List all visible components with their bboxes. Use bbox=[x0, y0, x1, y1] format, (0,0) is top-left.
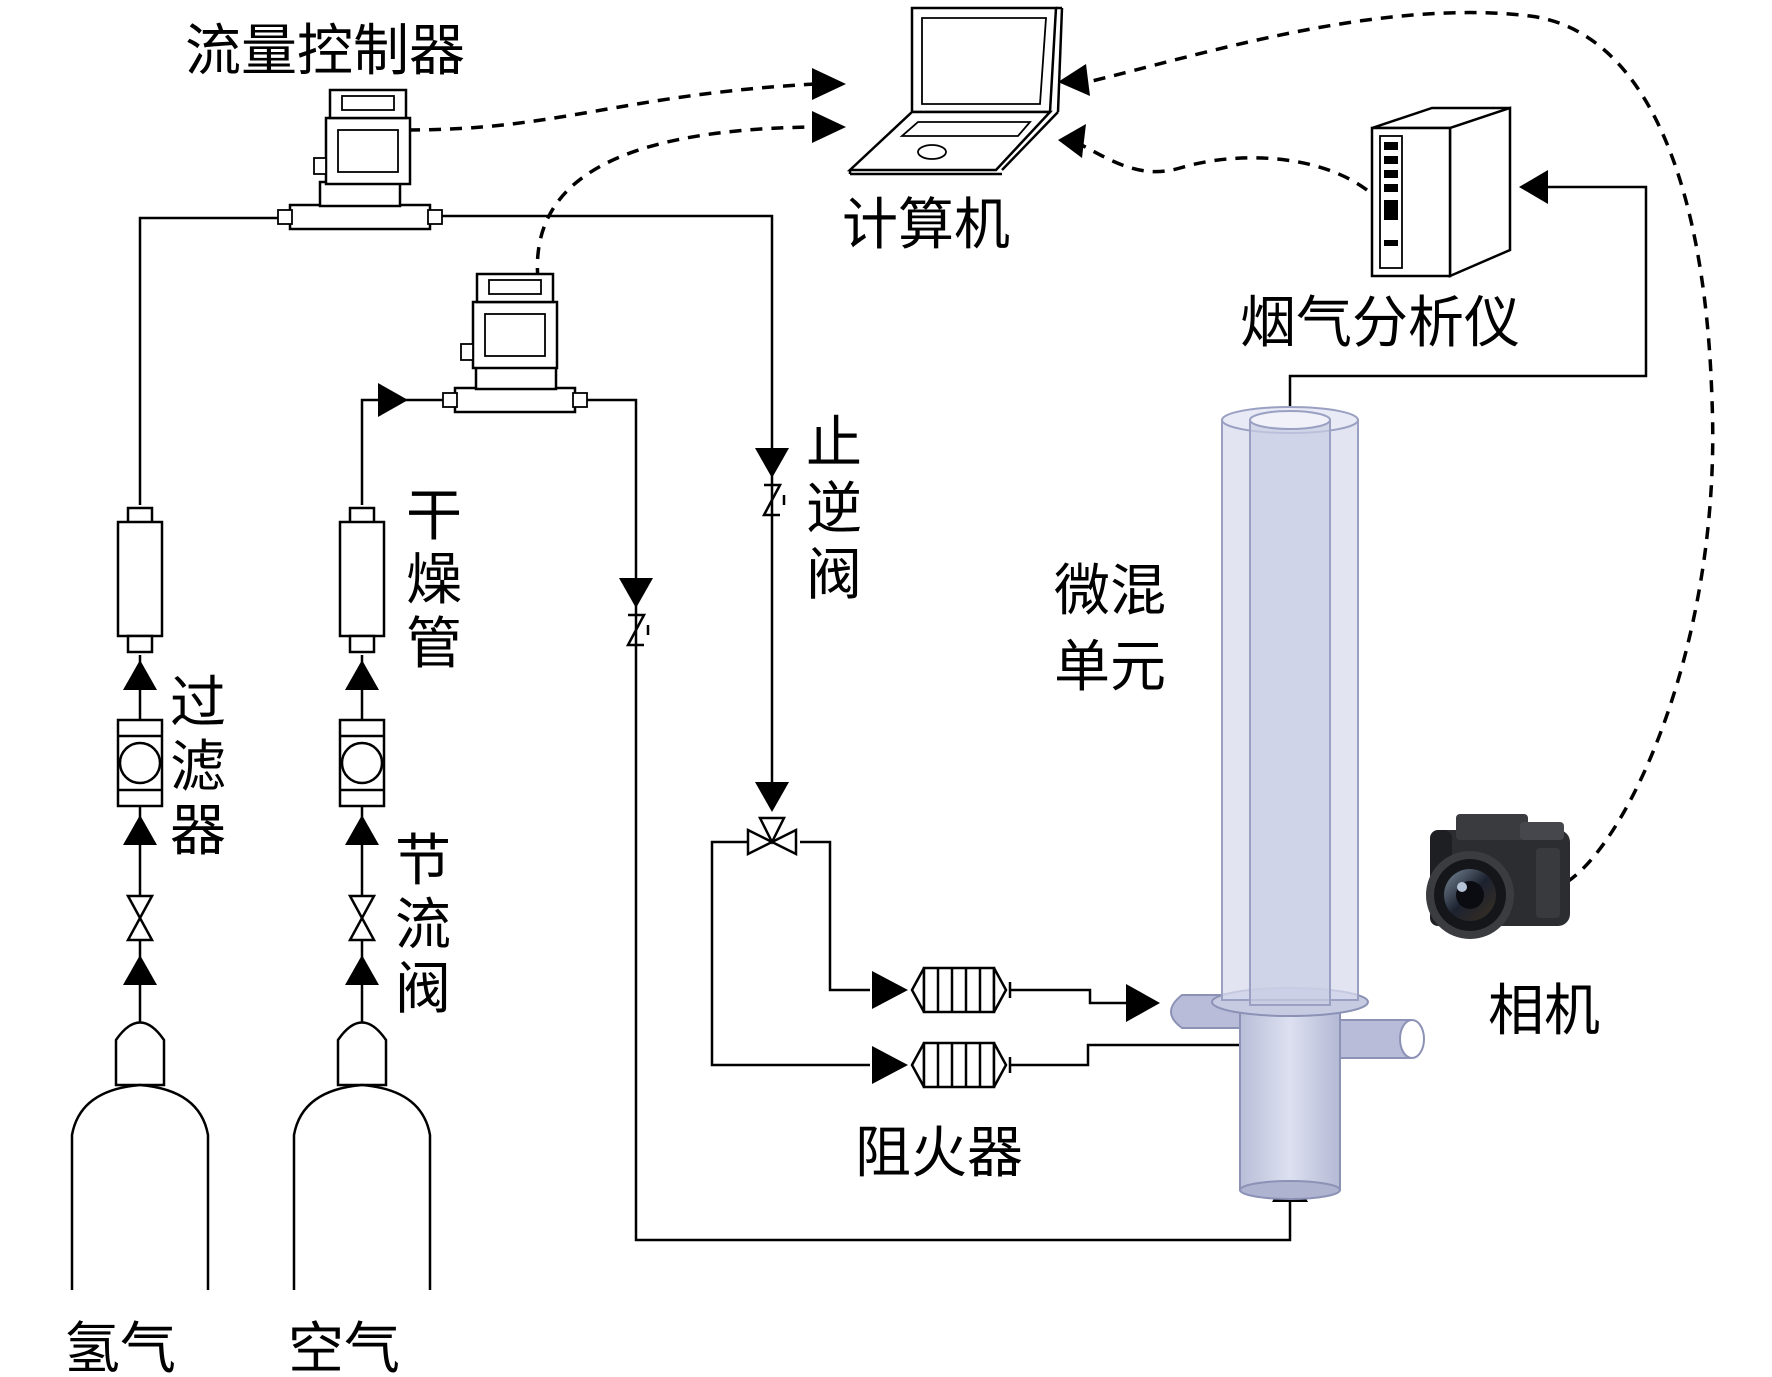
label-air: 空气 bbox=[288, 1317, 400, 1377]
label-check-valve-char-1: 逆 bbox=[806, 477, 862, 542]
label-flame-arrester: 阻火器 bbox=[855, 1121, 1023, 1186]
label-filter: 过滤器 bbox=[170, 671, 226, 864]
signal-line-analyzer bbox=[1077, 141, 1369, 192]
label-dryer-tube: 干燥管 bbox=[406, 484, 462, 677]
check-valve-air bbox=[625, 613, 650, 647]
label-computer: 计算机 bbox=[842, 193, 1010, 258]
mass-flow-controller-air bbox=[442, 272, 588, 414]
check-valve-hydrogen bbox=[761, 483, 786, 517]
filter-unit-hydrogen bbox=[116, 718, 164, 808]
hydrogen-cylinder bbox=[70, 1021, 210, 1290]
label-check-valve: 止逆阀 bbox=[806, 411, 862, 608]
pipe-network bbox=[138, 185, 1648, 1242]
label-throttle-valve-char-2: 阀 bbox=[395, 957, 451, 1022]
label-micro-mixing-unit-line2: 单元 bbox=[1054, 635, 1166, 700]
label-filter-char-1: 滤 bbox=[170, 735, 226, 800]
signal-lines bbox=[407, 10, 1715, 884]
signal-line-mfc2 bbox=[535, 125, 813, 281]
label-throttle-valve: 节流阀 bbox=[395, 829, 451, 1022]
label-dryer-tube-char-0: 干 bbox=[406, 484, 462, 549]
label-hydrogen: 氢气 bbox=[64, 1317, 176, 1377]
labels: 流量控制器 计算机 烟气分析仪 微混 单元 阻火器 相机 氢气 空气 止逆阀 干… bbox=[64, 19, 1600, 1377]
mass-flow-controller-hydrogen bbox=[277, 88, 443, 231]
label-camera: 相机 bbox=[1488, 979, 1600, 1044]
micro-mixing-unit bbox=[1170, 406, 1425, 1200]
label-throttle-valve-char-1: 流 bbox=[395, 893, 451, 958]
signal-line-camera bbox=[1087, 10, 1715, 884]
label-dryer-tube-char-2: 管 bbox=[406, 612, 462, 677]
dslr-camera-icon bbox=[1426, 814, 1570, 939]
label-check-valve-char-2: 阀 bbox=[806, 543, 862, 608]
filter-unit-air bbox=[338, 718, 386, 808]
label-flue-gas-analyzer: 烟气分析仪 bbox=[1240, 291, 1520, 356]
label-dryer-tube-char-1: 燥 bbox=[406, 548, 462, 613]
label-flow-controller: 流量控制器 bbox=[185, 19, 465, 84]
tower-pc-icon bbox=[1370, 106, 1512, 278]
flame-arrester-bottom bbox=[910, 1041, 1012, 1089]
flame-arrester-top bbox=[910, 966, 1012, 1014]
flow-arrows bbox=[123, 64, 1548, 1202]
label-filter-char-0: 过 bbox=[170, 671, 226, 736]
filter-tube-hydrogen bbox=[116, 506, 164, 654]
label-check-valve-char-0: 止 bbox=[806, 411, 862, 476]
signal-line-mfc1 bbox=[407, 82, 816, 132]
air-cylinder bbox=[292, 1021, 432, 1290]
label-filter-char-2: 器 bbox=[170, 799, 226, 864]
throttle-valve-air bbox=[347, 894, 377, 942]
laptop-icon bbox=[846, 6, 1064, 176]
three-way-valve bbox=[746, 816, 798, 857]
label-micro-mixing-unit-line1: 微混 bbox=[1054, 559, 1166, 624]
dryer-tube-air bbox=[338, 506, 386, 654]
label-throttle-valve-char-0: 节 bbox=[395, 829, 451, 894]
throttle-valve-hydrogen bbox=[125, 894, 155, 942]
